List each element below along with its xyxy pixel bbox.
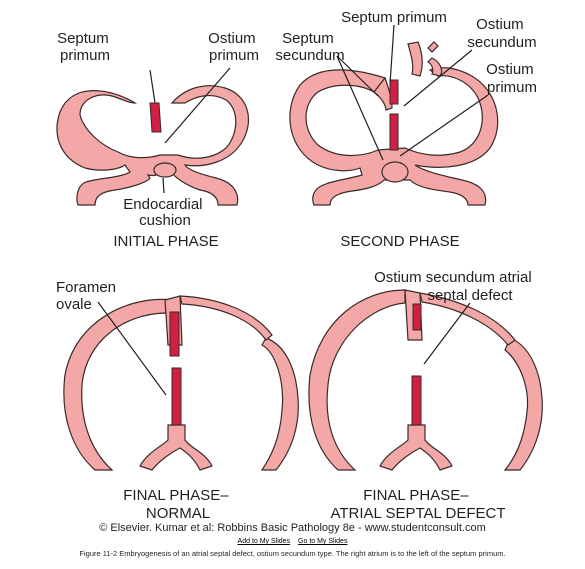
final-normal-label-foramen-ovale: Foramen ovale xyxy=(56,279,120,313)
final-defect-septum-primum-stub xyxy=(412,303,422,331)
second-leader-secundum-b xyxy=(336,55,384,161)
final-normal-septum-primum-lower xyxy=(171,367,182,426)
second-leader-ostium-secundum xyxy=(403,49,473,107)
initial-heart-wall xyxy=(56,85,250,206)
second-leader-ostium-primum xyxy=(399,94,489,157)
final-defect-top-right-wall xyxy=(419,292,516,346)
second-septum-secundum-top xyxy=(407,41,423,77)
panel-final-defect: Ostium secundum atrial septal defect FIN… xyxy=(308,269,543,520)
initial-septum-primum xyxy=(149,102,162,133)
second-label-ostium-secundum: Ostium secundum xyxy=(467,16,536,51)
second-endocardial-cushion xyxy=(381,161,409,183)
second-leader-secundum-a xyxy=(336,55,379,97)
final-normal-left-wall xyxy=(63,298,175,471)
final-defect-septum-primum-lower xyxy=(411,375,422,426)
second-top-right-arc xyxy=(426,57,443,77)
panel-initial-phase: Septum primum Ostium primum Endocardial … xyxy=(56,30,260,250)
second-phase-title: SECOND PHASE xyxy=(340,233,459,250)
final-normal-cushion xyxy=(139,424,213,471)
final-defect-cushion xyxy=(379,424,453,471)
initial-label-endocardial-cushion: Endocardial cushion xyxy=(123,196,206,229)
go-to-my-slides-link[interactable]: Go to My Slides xyxy=(298,538,348,545)
final-normal-phase-title: FINAL PHASE– NORMAL xyxy=(123,487,233,520)
initial-label-ostium-primum: Ostium primum xyxy=(208,30,260,64)
figure-caption: Figure 11-2 Embryogenesis of an atrial s… xyxy=(79,549,506,558)
final-defect-leader-asd xyxy=(423,302,471,365)
second-label-septum-secundum: Septum secundum xyxy=(275,30,344,64)
final-normal-septum-primum-upper xyxy=(169,311,180,357)
slide-links: Add to My Slides Go to My Slides xyxy=(0,538,585,545)
second-label-septum-primum: Septum primum xyxy=(341,9,447,26)
final-defect-label-asd: Ostium secundum atrial septal defect xyxy=(374,269,536,304)
embryogenesis-diagram: Septum primum Ostium primum Endocardial … xyxy=(56,9,543,520)
initial-label-septum-primum: Septum primum xyxy=(57,30,113,64)
final-defect-left-wall xyxy=(308,289,406,471)
second-leader-septum-primum xyxy=(389,24,395,85)
initial-leader-cushion xyxy=(162,177,165,194)
second-septum-primum-upper xyxy=(389,79,399,105)
final-normal-top-right-wall xyxy=(179,295,273,341)
second-septum-primum-lower xyxy=(389,113,399,151)
initial-leader-septum xyxy=(149,69,156,104)
final-defect-right-wall xyxy=(503,337,543,471)
final-normal-right-wall xyxy=(260,337,299,471)
copyright-credit: © Elsevier. Kumar et al: Robbins Basic P… xyxy=(99,522,486,534)
second-septum-secundum xyxy=(373,76,393,111)
add-to-my-slides-link[interactable]: Add to My Slides xyxy=(237,538,291,545)
panel-final-normal: Foramen ovale FINAL PHASE– NORMAL xyxy=(56,279,299,520)
initial-phase-title: INITIAL PHASE xyxy=(113,233,218,250)
initial-endocardial-cushion xyxy=(153,162,177,178)
second-label-ostium-primum: Ostium primum xyxy=(486,61,538,96)
panel-second-phase: Septum primum Septum secundum Ostium sec… xyxy=(275,9,537,250)
initial-leader-ostium xyxy=(164,67,231,144)
final-normal-leader-foramen xyxy=(97,301,167,396)
final-defect-phase-title: FINAL PHASE– ATRIAL SEPTAL DEFECT xyxy=(330,487,505,520)
second-top-right-wall xyxy=(427,41,439,53)
